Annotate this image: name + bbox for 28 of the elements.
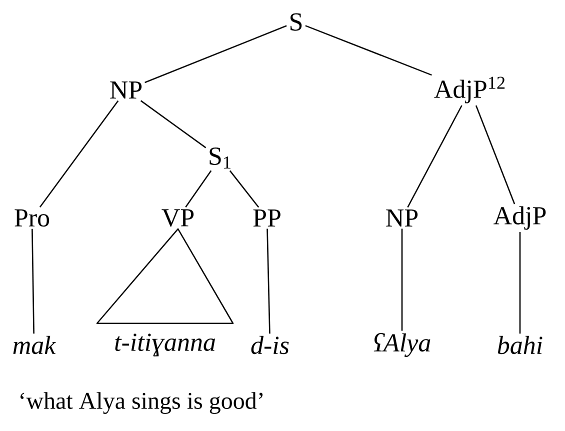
caption: ‘what Alya sings is good’ [20,392,263,414]
branch-line [229,170,260,208]
tree-label: ʕAlya [374,332,430,357]
tree-label: AdjP$^{12}$ [434,76,505,104]
branch-line [407,105,462,208]
tree-label: VP [162,209,194,227]
branch-line [185,170,212,208]
branch-line [144,25,287,84]
branch-line [305,25,432,76]
tree-label: d-is [251,336,289,354]
triangle-roof [96,228,234,324]
tree-label: Pro [14,209,50,227]
branch-line [519,232,521,334]
branch-line [32,228,34,334]
tree-label: mak [13,336,56,354]
branch-line [266,228,270,334]
tree-label: PP [253,209,280,226]
tree-label: NP [386,209,418,226]
branch-line [140,100,206,148]
tree-label: bahi [498,336,542,354]
tree-label: t-itiɣanna [115,334,216,356]
tree-label: S [290,13,302,31]
tree-label: NP [110,81,142,98]
branch-line [39,100,119,208]
branch-line [475,105,516,204]
tree-label: S$_{1}$ [210,148,230,168]
tree-label: AdjP [494,206,546,230]
branch-line [401,228,403,331]
